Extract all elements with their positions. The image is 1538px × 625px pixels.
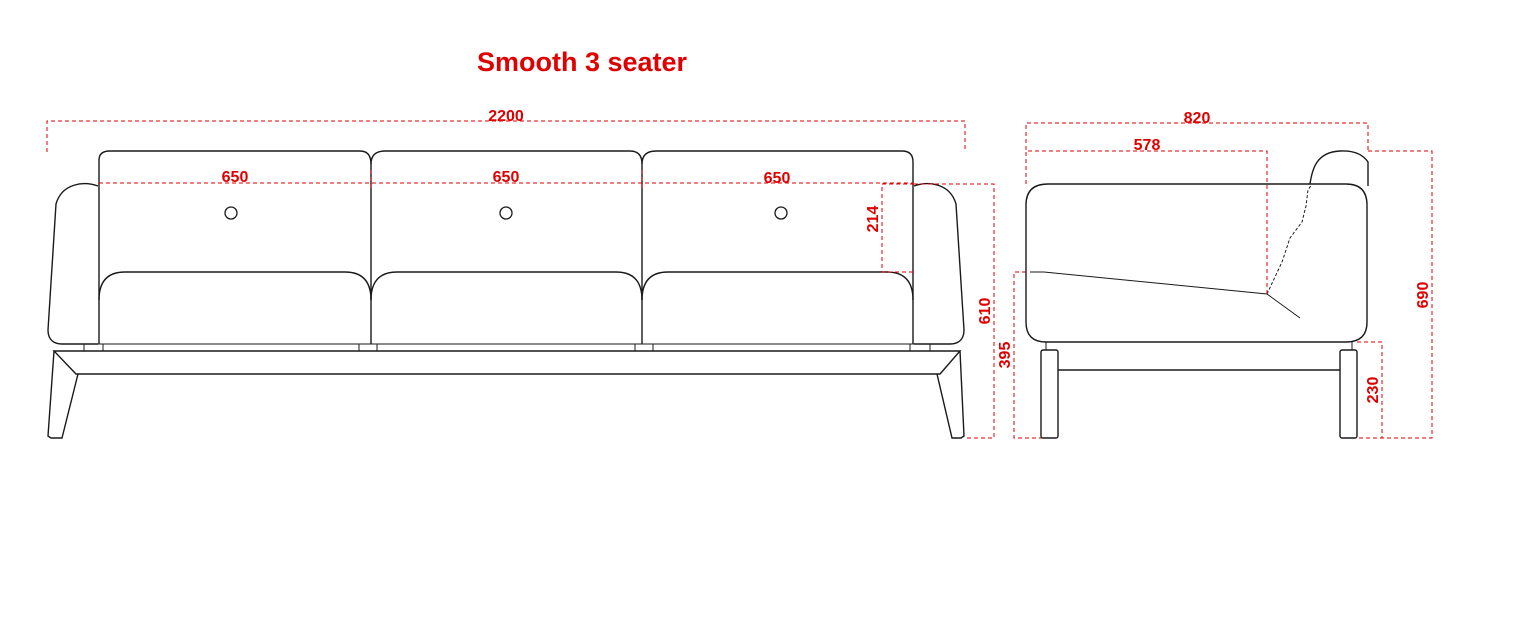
dim-label-seat-height: 395 bbox=[997, 342, 1014, 369]
front-seat-cushion-2 bbox=[370, 271, 643, 301]
front-right-leg bbox=[936, 350, 965, 439]
side-back-leg bbox=[1339, 349, 1358, 439]
dim-line-seat-height bbox=[1013, 271, 1046, 439]
front-left-armrest bbox=[47, 183, 99, 345]
dim-label-side-height: 690 bbox=[1415, 282, 1432, 309]
side-front-leg bbox=[1040, 349, 1059, 439]
side-back-hidden-line bbox=[1266, 183, 1313, 295]
dim-label-back-height: 214 bbox=[865, 206, 882, 233]
dim-label-leg-height: 230 bbox=[1365, 377, 1382, 404]
dim-line-side-depth bbox=[1025, 122, 1369, 152]
side-dimensions: 820 578 690 230 bbox=[1025, 110, 1433, 439]
dim-label-seat-depth: 578 bbox=[1134, 137, 1161, 154]
dim-line-side-height bbox=[1357, 150, 1433, 439]
front-button-3 bbox=[774, 206, 788, 220]
front-dimensions: 2200 650 650 650 214 610 395 bbox=[46, 108, 1046, 439]
front-right-armrest bbox=[913, 183, 965, 345]
side-seat-body bbox=[1025, 183, 1368, 343]
front-seat-cushion-3 bbox=[641, 271, 914, 301]
front-button-1 bbox=[224, 206, 238, 220]
dim-label-seat-3: 650 bbox=[764, 170, 791, 187]
dim-label-front-height: 610 bbox=[977, 298, 994, 325]
front-base-frame bbox=[52, 350, 962, 375]
dim-line-leg-height bbox=[1357, 341, 1383, 438]
front-view bbox=[47, 150, 965, 439]
dim-line-front-height bbox=[914, 183, 995, 439]
front-back-cushion-1 bbox=[98, 150, 372, 344]
drawing-title: Smooth 3 seater bbox=[477, 47, 688, 77]
dim-label-seat-2: 650 bbox=[493, 169, 520, 186]
front-left-leg bbox=[47, 350, 79, 439]
dim-label-side-depth: 820 bbox=[1184, 110, 1211, 127]
front-back-cushion-3 bbox=[641, 150, 914, 344]
dim-label-front-width: 2200 bbox=[488, 108, 524, 125]
front-back-cushion-2 bbox=[370, 150, 643, 344]
side-back-cushion bbox=[1309, 150, 1369, 186]
side-seat-slope bbox=[1030, 271, 1301, 319]
dim-line-seat-depth bbox=[1025, 150, 1268, 294]
dim-label-seat-1: 650 bbox=[222, 169, 249, 186]
dim-line-front-width bbox=[46, 120, 966, 152]
side-view bbox=[1025, 150, 1369, 439]
front-button-2 bbox=[499, 206, 513, 220]
dim-line-back-height bbox=[881, 183, 914, 273]
front-seat-cushion-1 bbox=[98, 271, 372, 301]
